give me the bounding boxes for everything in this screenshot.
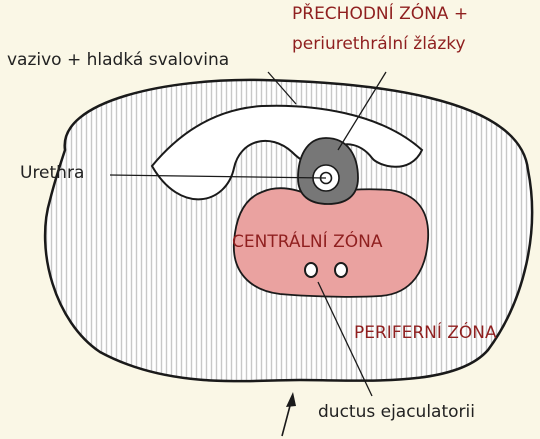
leader-stroma (267, 71, 297, 105)
ejaculatory-duct-left (304, 262, 318, 278)
ejaculatory-ducts-label: ductus ejaculatorii (318, 402, 475, 422)
arrow-up-icon (281, 392, 296, 437)
transition-zone-label-line2: periurethrální žlázky (292, 34, 466, 54)
stroma-label: vazivo + hladká svalovina (7, 50, 230, 70)
leader-transition (337, 71, 387, 151)
peripheral-zone-label: PERIFERNÍ ZÓNA (354, 323, 497, 343)
transition-zone-label-line1: PŘECHODNÍ ZÓNA + (292, 4, 469, 24)
urethra-label: Urethra (20, 163, 85, 183)
central-zone-label: CENTRÁLNÍ ZÓNA (232, 232, 383, 252)
leader-urethra (109, 174, 327, 179)
stroma-shape (150, 104, 424, 201)
leader-ducts (317, 281, 373, 397)
ejaculatory-duct-right (334, 262, 348, 278)
